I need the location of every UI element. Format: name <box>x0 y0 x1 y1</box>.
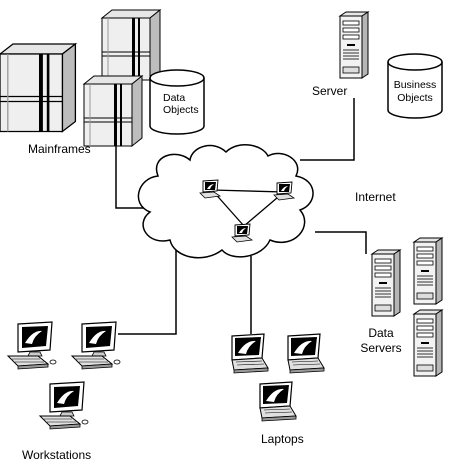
business-objects-label-line2: Objects <box>397 92 433 104</box>
desktop-workstation-icon <box>39 381 89 430</box>
mainframe-tower-icon <box>83 75 143 147</box>
business-objects-label-line1: Business <box>394 79 437 91</box>
data-servers-label-line1: Data <box>368 326 394 340</box>
internet-node-icon <box>273 181 295 201</box>
business-objects-database: Business Objects <box>387 53 443 119</box>
data-servers-label-line2: Servers <box>360 341 401 355</box>
mainframes-group <box>0 9 161 147</box>
mainframe-tower-icon <box>101 9 161 81</box>
workstations-group <box>7 321 121 430</box>
server-label: Server <box>312 84 347 98</box>
internet-label: Internet <box>355 190 396 204</box>
server-tower-icon <box>413 237 443 305</box>
mainframe-tower-icon <box>0 43 77 133</box>
connection-lines <box>115 98 367 335</box>
desktop-workstation-icon <box>7 321 57 370</box>
internet-node-triangle <box>199 179 295 243</box>
server-tower-icon <box>413 309 443 377</box>
internet-node-icon <box>199 179 221 199</box>
cloud-icon <box>137 144 314 259</box>
workstations-label: Workstations <box>22 448 91 462</box>
laptops-group <box>231 333 325 422</box>
desktop-workstation-icon <box>71 321 121 370</box>
data-server-link <box>315 231 367 254</box>
data-objects-label-line2: Objects <box>163 104 199 116</box>
server-tower-icon <box>339 11 369 79</box>
data-objects-label-line1: Data <box>163 92 185 104</box>
workstation-link <box>118 244 177 335</box>
data-objects-database: Data Objects <box>149 69 205 135</box>
internet-node-icon <box>231 223 253 243</box>
laptop-icon <box>259 381 297 422</box>
server-tower-icon <box>371 249 401 317</box>
mainframe-link <box>115 140 152 209</box>
laptop-icon <box>231 333 269 374</box>
data-servers-group <box>371 237 443 377</box>
laptop-icon <box>287 333 325 374</box>
server-group <box>339 11 369 79</box>
mainframes-label: Mainframes <box>28 142 91 156</box>
server-link <box>300 98 355 161</box>
laptops-label: Laptops <box>261 432 304 446</box>
